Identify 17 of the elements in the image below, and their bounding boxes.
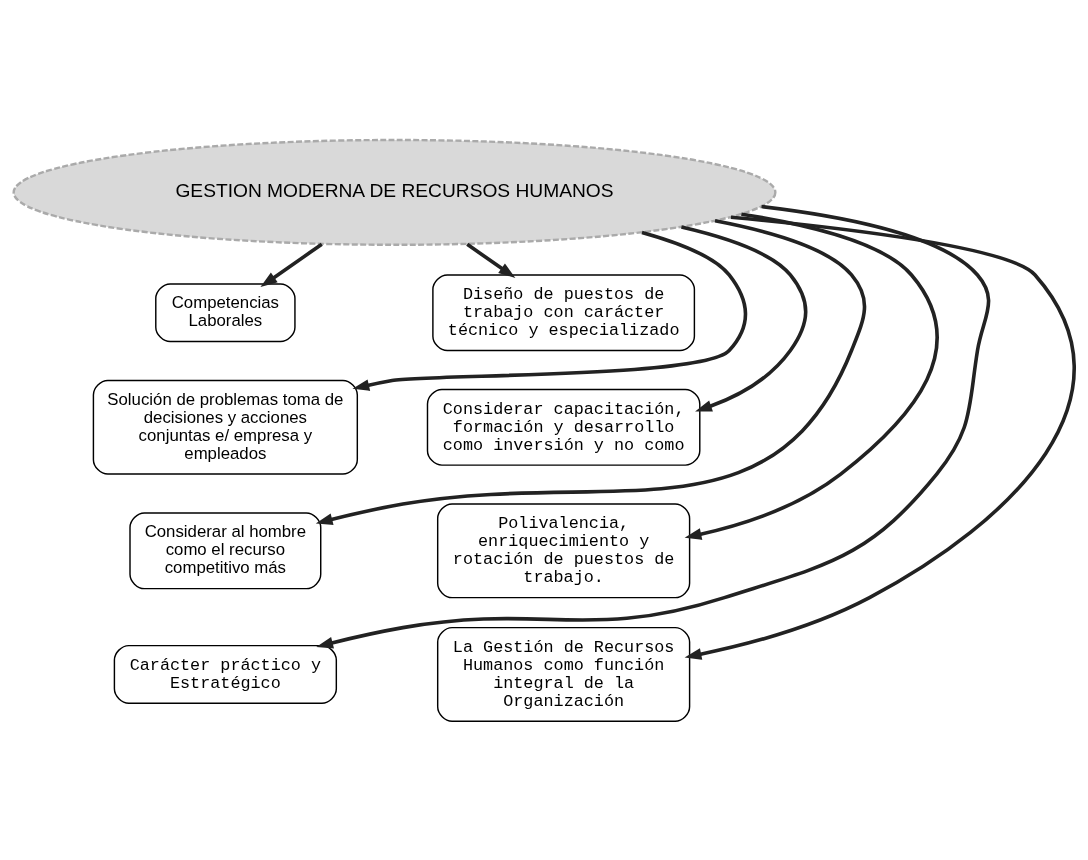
node-box: Considerar capacitación, formación y desarrollo como inversión y no como [426, 388, 701, 466]
arrow [684, 214, 1076, 660]
arrow [684, 211, 939, 540]
arrow [315, 218, 867, 525]
node-box: Competencias Laborales [155, 282, 296, 342]
node-box: Carácter práctico y Estratégico [113, 644, 338, 704]
arrow [466, 242, 516, 278]
node-box: Polivalencia, enriquecimiento y rotación de puestos de trabajo. [436, 502, 691, 598]
node-box: Considerar al hombre como el recurso competitivo más [129, 511, 322, 589]
arrow [260, 242, 323, 287]
arrow [352, 230, 748, 391]
node-box: Diseño de puestos de trabajo con carácter técnico y especializado [432, 273, 696, 351]
node-ellipse: GESTION MODERNA DE RECURSOS HUMANOS [12, 138, 777, 246]
node-box: La Gestión de Recursos Humanos como función integral de la Organización [436, 626, 691, 722]
arrow [681, 224, 808, 412]
node-box: Solución de problemas toma de decisiones y acciones conjuntas e/ empresa y empleados [92, 379, 359, 475]
arrow [316, 204, 990, 648]
